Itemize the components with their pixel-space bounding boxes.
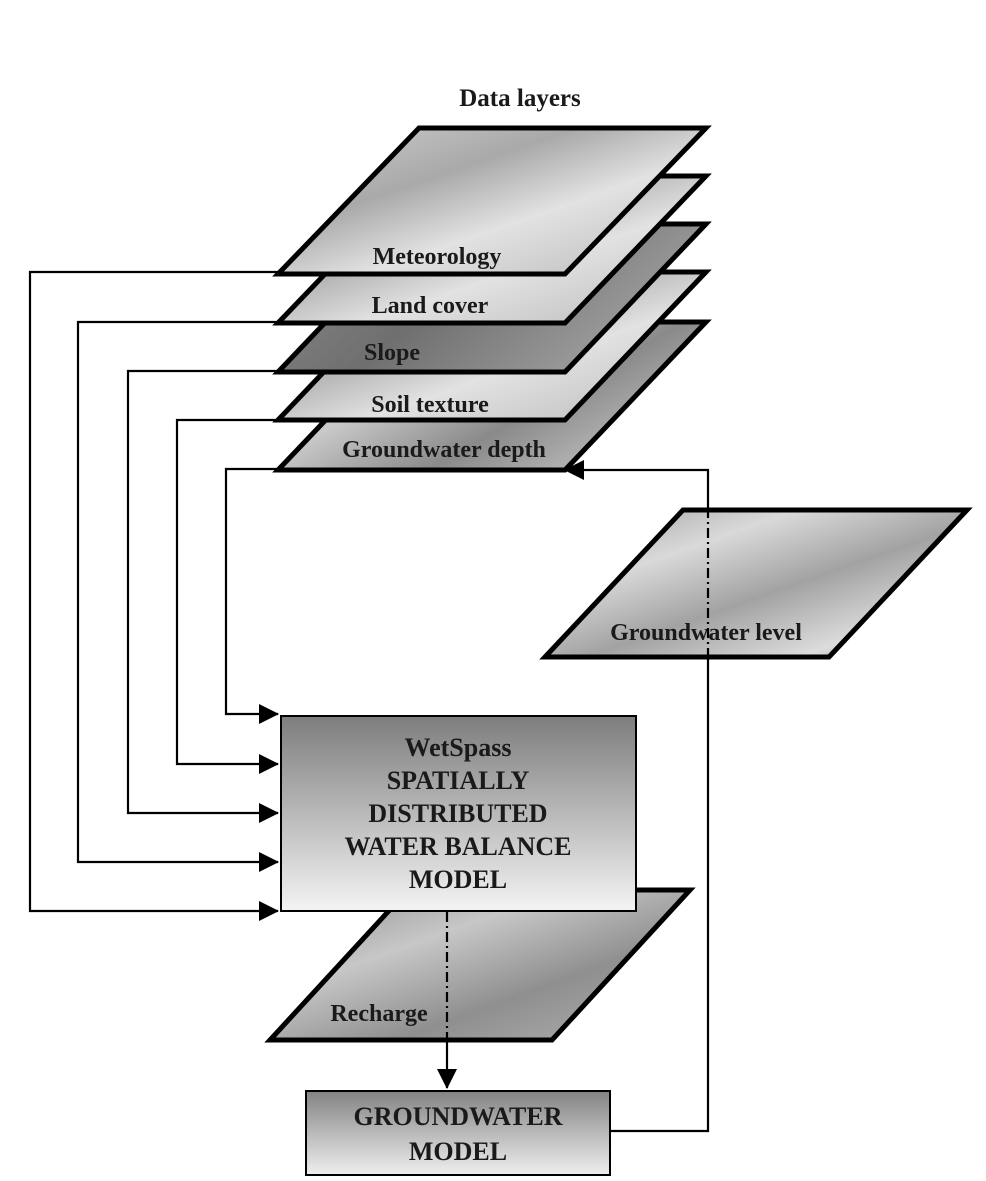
layer-label-soil-texture: Soil texture	[371, 392, 489, 418]
diagram-title: Data layers	[459, 85, 581, 112]
layer-label-slope: Slope	[364, 340, 420, 366]
feedback-to-groundwater-depth-arrow	[564, 460, 710, 512]
wetspass-model-line-3: DISTRIBUTED	[368, 799, 547, 828]
groundwater-model-line-1: GROUNDWATER	[354, 1102, 563, 1131]
wetspass-model-box: WetSpass SPATIALLY DISTRIBUTED WATER BAL…	[280, 715, 637, 912]
groundwater-model-line-2: MODEL	[409, 1137, 507, 1166]
soil-texture-connector	[175, 418, 283, 774]
groundwater-level-label: Groundwater level	[610, 620, 802, 646]
wetspass-model-line-1: WetSpass	[405, 733, 512, 762]
groundwater-level-sheet	[539, 507, 973, 660]
meteorology-connector	[28, 270, 283, 921]
groundwater-model-box: GROUNDWATER MODEL	[305, 1090, 611, 1176]
layer-label-groundwater-depth: Groundwater depth	[342, 437, 546, 463]
groundwater-depth-connector	[224, 467, 283, 724]
layer-sheet-meteorology	[272, 125, 712, 277]
land-cover-connector	[76, 320, 283, 872]
feedback-connector-lower	[611, 658, 710, 1133]
wetspass-model-line-5: MODEL	[409, 865, 507, 894]
recharge-label: Recharge	[330, 1001, 428, 1027]
layer-label-land-cover: Land cover	[372, 293, 489, 319]
wetspass-model-line-2: SPATIALLY	[387, 766, 530, 795]
recharge-sheet	[264, 887, 696, 1043]
slope-connector	[126, 369, 283, 823]
layer-label-meteorology: Meteorology	[373, 244, 502, 270]
wetspass-model-line-4: WATER BALANCE	[344, 832, 571, 861]
